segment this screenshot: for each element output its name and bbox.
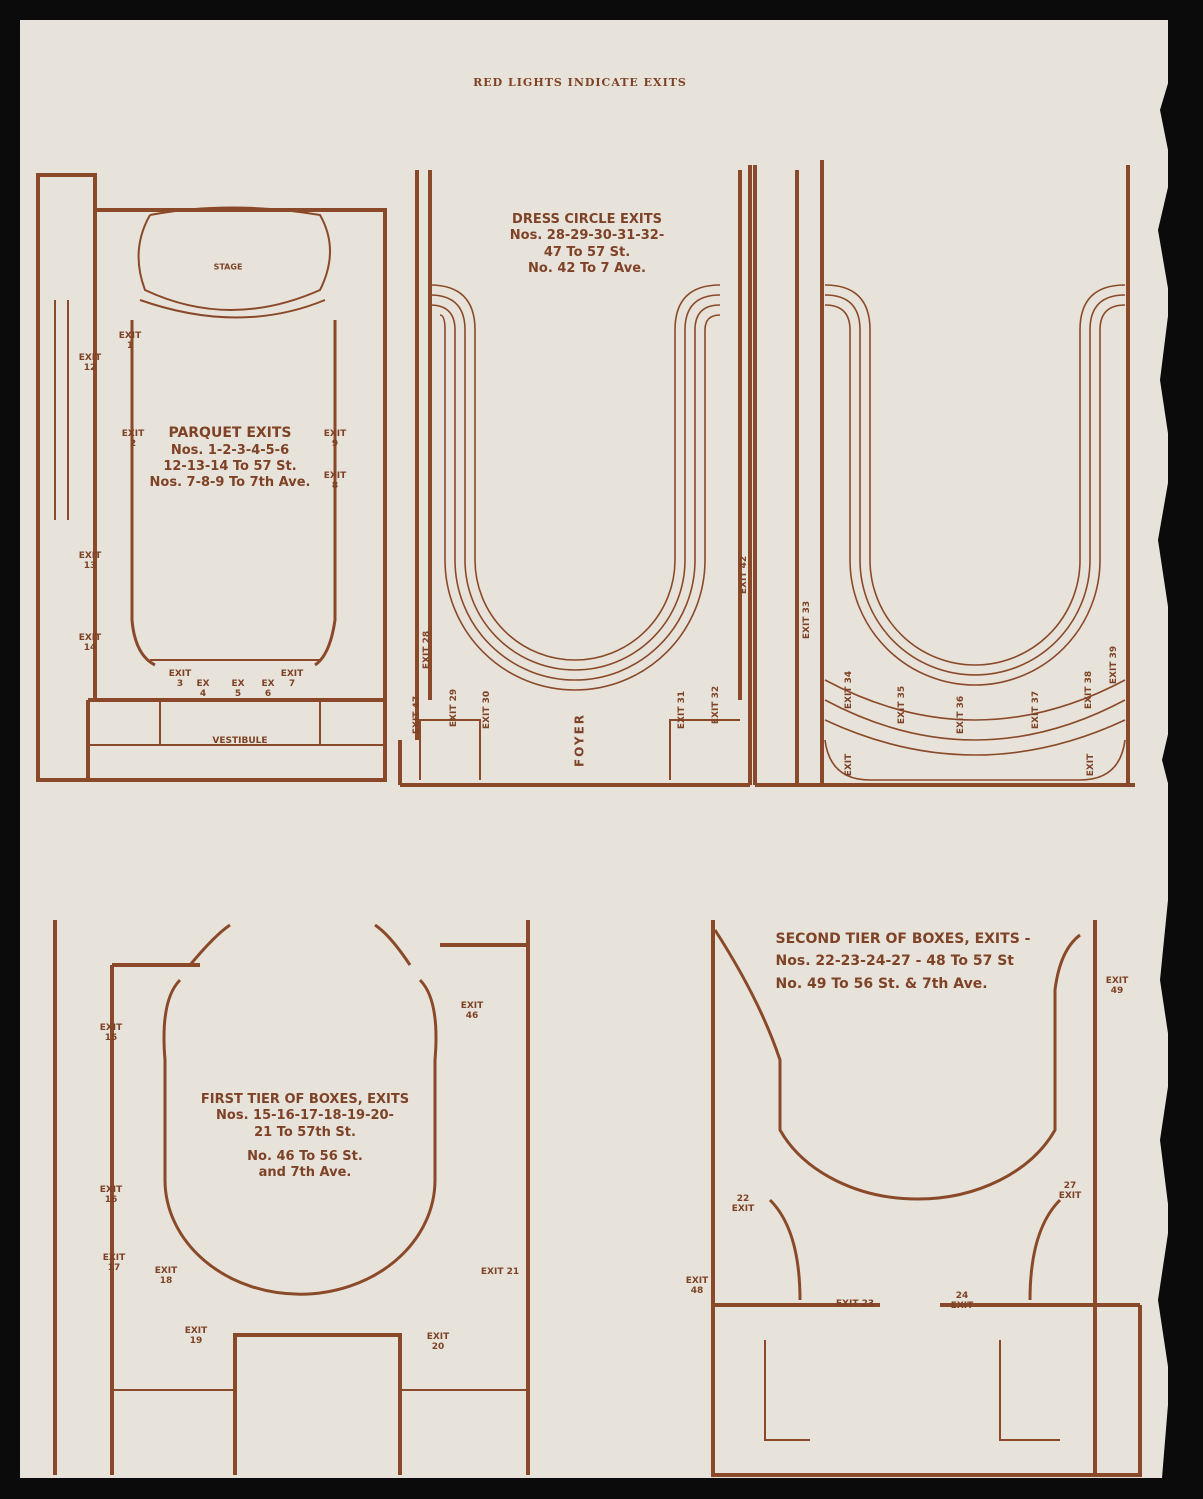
note-heading: FIRST TIER OF BOXES, EXITS — [200, 1092, 410, 1107]
exit-label: EXIT 17 — [102, 1253, 126, 1273]
exit-label: EXIT 47 — [412, 695, 423, 735]
exit-label: EXIT 9 — [323, 429, 347, 449]
stage-label: STAGE — [213, 262, 243, 272]
exit-label: EXIT 7 — [280, 669, 304, 689]
first-tier-exits-note: FIRST TIER OF BOXES, EXITS Nos. 15-16-17… — [201, 1092, 409, 1181]
second-tier-plan — [711, 920, 1142, 1477]
note-line: 21 To 57th St. — [254, 1124, 356, 1140]
exit-label: EXIT 16 — [99, 1185, 123, 1205]
exit-label: EXIT 36 — [956, 695, 967, 735]
note-line: 47 To 57 St. — [543, 244, 631, 260]
exit-label: EXIT 18 — [154, 1266, 178, 1286]
note-line: Nos. 1-2-3-4-5-6 — [170, 442, 290, 458]
exit-label: EXIT 42 — [739, 555, 750, 595]
note-heading: PARQUET EXITS — [168, 425, 292, 441]
exit-label: EXIT 19 — [184, 1326, 208, 1346]
note-line: Nos. 28-29-30-31-32- — [509, 228, 665, 244]
exit-label: EXIT 32 — [711, 685, 722, 725]
page-heading: RED LIGHTS INDICATE EXITS — [473, 76, 687, 89]
foyer-label: FOYER — [572, 712, 587, 768]
note-heading: SECOND TIER OF BOXES, EXITS - — [775, 931, 1031, 947]
parquet-plan — [36, 173, 387, 782]
exit-label: 27 EXIT — [1058, 1181, 1082, 1201]
exit-label: EXIT 30 — [482, 690, 493, 730]
program-page — [20, 20, 1168, 1478]
vestibule-label: VESTIBULE — [212, 736, 268, 747]
exit-label: EXIT 3 — [168, 669, 192, 689]
exit-label: EXIT 12 — [78, 353, 102, 373]
exit-label: EXIT 13 — [78, 551, 102, 571]
exit-label: EX 5 — [231, 679, 245, 699]
exit-label: EXIT 34 — [844, 670, 855, 710]
exit-label: EXIT 2 — [121, 429, 145, 449]
exit-label: EXIT 20 — [426, 1332, 450, 1352]
exit-label: EXIT 46 — [460, 1001, 484, 1021]
dress-circle-exits-note: DRESS CIRCLE EXITS Nos. 28-29-30-31-32- … — [510, 212, 664, 277]
exit-label: EXIT — [844, 753, 855, 777]
exit-label: EXIT 29 — [449, 688, 460, 728]
note-heading: DRESS CIRCLE EXITS — [512, 212, 662, 227]
note-line: Nos. 7-8-9 To 7th Ave. — [149, 475, 311, 490]
note-line: Nos. 22-23-24-27 - 48 To 57 St — [775, 953, 1014, 970]
note-line: No. 49 To 56 St. & 7th Ave. — [775, 975, 988, 992]
exit-label: 24 EXIT — [950, 1291, 974, 1311]
exit-label: EXIT 39 — [1109, 645, 1120, 685]
note-line: and 7th Ave. — [258, 1165, 352, 1180]
note-line: No. 42 To 7 Ave. — [528, 260, 646, 276]
exit-label: EXIT 21 — [480, 1267, 520, 1278]
note-line: Nos. 15-16-17-18-19-20- — [216, 1108, 394, 1124]
exit-label: EXIT 37 — [1031, 690, 1042, 730]
note-line: 12-13-14 To 57 St. — [163, 458, 297, 474]
exit-label: EXIT 14 — [78, 633, 102, 653]
second-tier-exits-note: SECOND TIER OF BOXES, EXITS - Nos. 22-23… — [776, 928, 1031, 995]
exit-label: EXIT 1 — [118, 331, 142, 351]
parquet-exits-note: PARQUET EXITS Nos. 1-2-3-4-5-6 12-13-14 … — [150, 425, 311, 491]
exit-label: EXIT — [1086, 753, 1097, 777]
exit-label: EXIT 23 — [835, 1299, 875, 1310]
balcony-plan — [753, 160, 1135, 787]
exit-label: 22 EXIT — [731, 1194, 755, 1214]
first-tier-plan — [53, 920, 530, 1475]
exit-label: EX 6 — [261, 679, 275, 699]
exit-label: EXIT 38 — [1084, 670, 1095, 710]
exit-label: EXIT 15 — [99, 1023, 123, 1043]
exit-label: EXIT 35 — [897, 685, 908, 725]
exit-label: EXIT 48 — [685, 1276, 709, 1296]
dress-circle-plan — [398, 165, 752, 787]
exit-label: EXIT 8 — [323, 471, 347, 491]
torn-edge — [1158, 20, 1203, 1478]
exit-label: EXIT 33 — [802, 600, 813, 640]
exit-label: EXIT 49 — [1105, 976, 1129, 996]
exit-label: EXIT 31 — [677, 690, 688, 730]
note-line: No. 46 To 56 St. — [247, 1148, 363, 1164]
exit-label: EXIT 28 — [422, 630, 433, 670]
exit-label: EX 4 — [196, 679, 210, 699]
